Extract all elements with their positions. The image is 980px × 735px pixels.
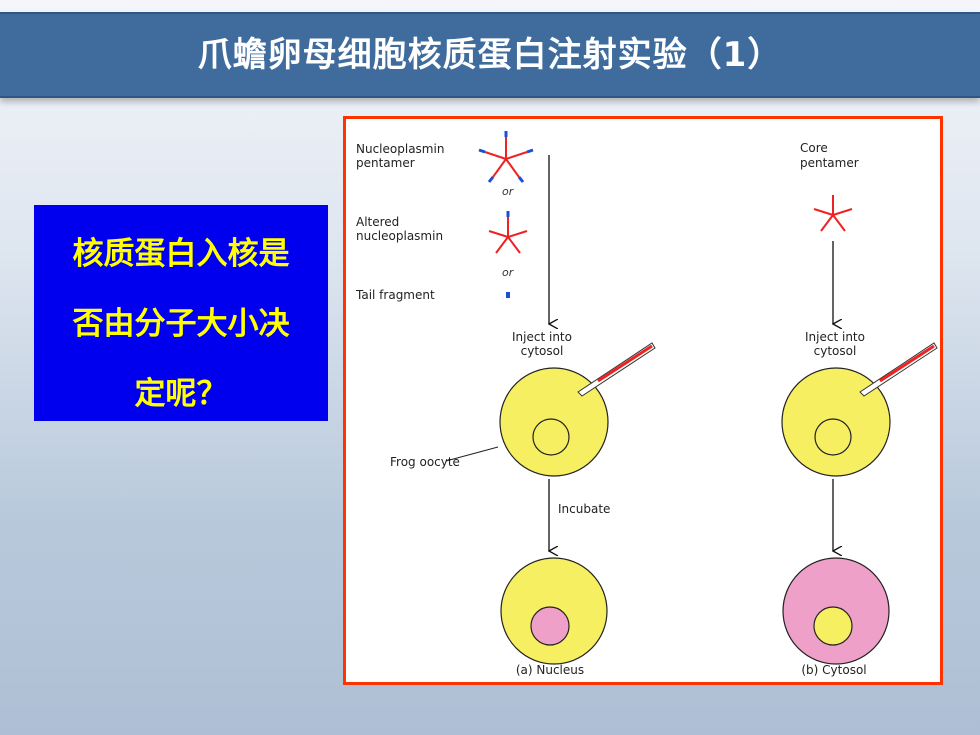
question-line-2: 否由分子大小决 xyxy=(72,306,290,342)
question-box: 核质蛋白入核是 否由分子大小决 定呢？ xyxy=(34,205,328,421)
experiment-figure: Nucleoplasmin pentamer or Altered nucleo… xyxy=(343,116,943,685)
result-cytosol-label: (b) Cytosol xyxy=(801,663,866,677)
incubate-label: Incubate xyxy=(558,502,610,516)
altered-label-2: nucleoplasmin xyxy=(356,229,443,243)
experiment-diagram: Nucleoplasmin pentamer or Altered nucleo… xyxy=(355,131,938,677)
tail-fragment-icon xyxy=(506,292,510,298)
altered-label-1: Altered xyxy=(356,215,399,229)
left-inject-label-2: cytosol xyxy=(521,344,564,358)
left-inject-label-1: Inject into xyxy=(512,330,572,344)
right-inject-label-2: cytosol xyxy=(814,344,857,358)
core-label-1: Core xyxy=(800,141,828,155)
oocyte-pointer-line xyxy=(445,446,499,462)
nucleoplasmin-label-2: pentamer xyxy=(356,156,415,170)
frog-oocyte-label: Frog oocyte xyxy=(390,455,460,469)
left-oocyte-after xyxy=(500,557,608,665)
core-label-2: pentamer xyxy=(800,156,859,170)
slide-title: 爪蟾卵母细胞核质蛋白注射实验（1） xyxy=(197,35,783,75)
nucleoplasmin-pentamer-icon xyxy=(478,131,534,183)
core-pentamer-icon xyxy=(813,195,853,232)
result-nucleus-label: (a) Nucleus xyxy=(516,663,584,677)
nucleoplasmin-label-1: Nucleoplasmin xyxy=(356,142,444,156)
altered-nucleoplasmin-icon xyxy=(488,211,528,254)
right-inject-label-1: Inject into xyxy=(805,330,865,344)
or-label-1: or xyxy=(502,185,515,198)
tail-fragment-label: Tail fragment xyxy=(355,288,435,302)
right-injection-needle-icon xyxy=(859,342,938,397)
title-bar: 爪蟾卵母细胞核质蛋白注射实验（1） xyxy=(0,12,980,98)
right-oocyte-after xyxy=(782,557,890,665)
question-line-1: 核质蛋白入核是 xyxy=(72,236,290,272)
or-label-2: or xyxy=(502,266,515,279)
question-line-3: 定呢？ xyxy=(134,376,228,412)
left-injection-needle-icon xyxy=(577,342,656,397)
